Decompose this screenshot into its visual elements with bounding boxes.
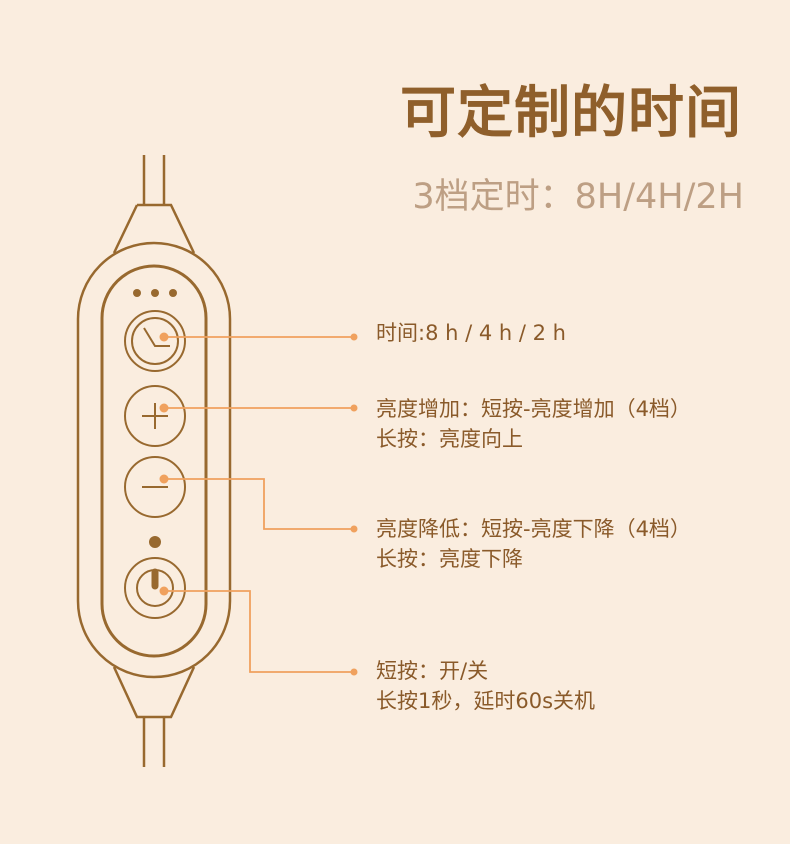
callout-label-power: 短按：开/关 长按1秒，延时60s关机	[376, 656, 595, 716]
callout-text: 长按：亮度下降	[376, 547, 523, 571]
controller-outer-shell	[76, 241, 232, 679]
callout-dots	[159, 332, 358, 676]
callout-text: 短按：开/关	[376, 659, 489, 683]
page-title: 可定制的时间	[400, 81, 742, 146]
indicator-leds	[133, 289, 177, 297]
callout-text: 时间:8 h / 4 h / 2 h	[376, 321, 566, 345]
plus-button[interactable]	[124, 385, 186, 447]
callout-line-power	[164, 590, 354, 673]
controller-inner-panel	[100, 264, 208, 658]
strain-relief-top	[112, 203, 196, 254]
clock-icon	[143, 327, 170, 347]
strain-relief-bottom	[112, 666, 196, 719]
minus-button[interactable]	[124, 456, 186, 518]
power-led	[149, 536, 161, 548]
callout-label-minus: 亮度降低：短按-亮度下降（4档） 长按：亮度下降	[376, 514, 691, 574]
callout-line-minus	[164, 478, 354, 530]
timer-button[interactable]	[124, 310, 186, 372]
callout-label-plus: 亮度增加：短按-亮度增加（4档） 长按：亮度向上	[376, 394, 691, 454]
callout-text: 长按1秒，延时60s关机	[376, 689, 596, 713]
callout-label-timer: 时间:8 h / 4 h / 2 h	[376, 318, 566, 348]
page-subtitle: 3档定时：8H/4H/2H	[412, 177, 744, 217]
callout-text: 亮度增加：短按-亮度增加（4档）	[376, 397, 691, 421]
callout-text: 长按：亮度向上	[376, 427, 523, 451]
callout-lines	[164, 336, 354, 673]
callout-text: 亮度降低：短按-亮度下降（4档）	[376, 517, 691, 541]
power-button[interactable]	[124, 557, 186, 619]
